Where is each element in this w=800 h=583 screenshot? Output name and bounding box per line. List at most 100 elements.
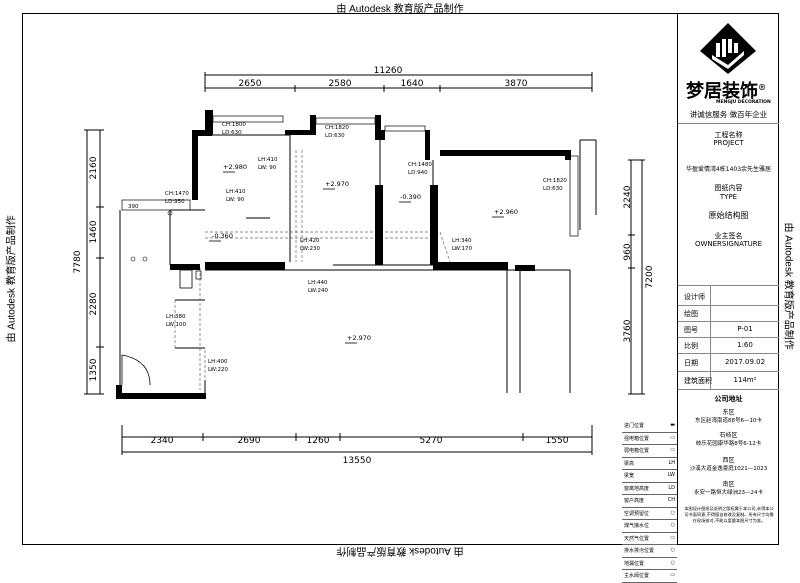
divider [678, 337, 779, 338]
legend-symbol: ▭ [670, 534, 675, 541]
dim-left-total: 7780 [73, 250, 83, 273]
beam-note: LH:410 [226, 189, 246, 195]
project-label-en: PROJECT [713, 139, 744, 147]
divider [678, 353, 779, 354]
legend-label: 强电箱位置 [624, 435, 650, 442]
window-note: CH:1820 [325, 125, 349, 131]
type-value: 原始结构图 [708, 211, 749, 220]
legend-symbol: LW [667, 472, 675, 478]
beam-note: LH:440 [308, 280, 328, 286]
beam-note: LW: 90 [258, 165, 277, 171]
dim-left-seg: 2280 [89, 292, 99, 315]
dim-bottom-seg: 2340 [151, 436, 174, 446]
dim-top-seg: 2650 [239, 79, 262, 89]
address-line: 南区 [722, 481, 735, 488]
level-label: +2.980 [223, 163, 247, 171]
dim-top-seg: 2580 [329, 79, 352, 89]
legend-item: 地漏位置 ○ [622, 558, 677, 570]
legend-item: 进门位置 ▬ [622, 420, 677, 433]
legend-label: 窗户高度 [624, 498, 645, 504]
beam-note: LH:380 [166, 314, 186, 320]
window-note: LD:630 [543, 186, 563, 192]
window-note: CH:1820 [543, 178, 567, 184]
legend-label: 窗离地高度 [624, 485, 650, 492]
info-label: 比例 [684, 342, 698, 350]
window-note: CH:1470 [165, 191, 189, 197]
dim-left-seg: 1460 [89, 220, 99, 243]
beam-note: LW: 90 [226, 197, 245, 203]
dim-top-total: 11260 [374, 66, 403, 76]
address-line: 沙溪大道金逸豪庭1021—1023 [689, 466, 768, 472]
info-label: 绘图 [684, 310, 698, 318]
beam-note: LW:240 [308, 288, 329, 294]
legend-label: 天然气位置 [624, 535, 650, 542]
legend-label: 进门位置 [624, 423, 645, 429]
legend-item: 主水阀位置 ▭ [622, 570, 677, 583]
dim-left-seg: 2160 [89, 156, 99, 179]
legend-symbol: ▭ [670, 447, 675, 453]
beam-note: LW:100 [166, 322, 187, 328]
legend-symbol: ▭ [670, 572, 675, 578]
address-line: 东区赵湾南道88号6—10卡 [695, 418, 762, 424]
dim-bottom-total: 13550 [343, 456, 372, 466]
dim-right-total: 7200 [645, 265, 655, 288]
drawing-frame [22, 13, 779, 545]
legend-label: 排水排污位置 [624, 548, 655, 554]
legend-label: 地漏位置 [624, 560, 645, 567]
divider [678, 389, 779, 390]
title-block: 梦居装饰® MENGJU DECORATION 讲诚信服务 做百年企业 工程名称… [677, 13, 779, 545]
info-label: 设计师 [684, 293, 705, 301]
legend-label: 空调预留位 [624, 510, 650, 517]
brand-reg: ® [758, 82, 766, 92]
window-note: LD:950 [165, 199, 185, 205]
level-label: +2.970 [325, 180, 349, 188]
beam-note: LW:170 [452, 246, 473, 252]
legend-item: 空调预留位○ [622, 508, 677, 520]
beam-note: LH:420 [300, 238, 320, 244]
legend-item: 强电箱位置 ▭ [622, 433, 677, 445]
level-label: -0.390 [400, 193, 421, 201]
dim-right-seg: 2240 [623, 185, 633, 208]
window-note: LD:630 [222, 130, 242, 136]
project-label: 工程名称 [714, 131, 743, 139]
dim-top-seg: 3870 [505, 79, 528, 89]
divider [678, 123, 779, 124]
divider [678, 371, 779, 372]
legend-symbol: ○ [670, 559, 675, 566]
owner-label: 业主签名 [714, 232, 743, 240]
dim-left-seg: 1350 [89, 358, 99, 381]
brand-logo-icon [700, 23, 756, 74]
dim-bottom-seg: 1260 [307, 436, 330, 446]
address-title: 公司地址 [714, 395, 743, 403]
address-line: 西区 [722, 457, 735, 464]
divider [710, 285, 711, 389]
legend-symbol: ▭ [670, 434, 675, 441]
info-label: 建筑面积 [684, 377, 712, 385]
legend-item: 天然气位置 ▭ [622, 533, 677, 545]
info-value: 1:60 [737, 341, 753, 349]
legend-item: 煤气接水位○ [622, 520, 677, 533]
info-value: 114m² [733, 376, 757, 384]
dim-bottom-seg: 1550 [546, 436, 569, 446]
owner-label-en: OWNERSIGNATURE [694, 240, 763, 248]
divider [678, 305, 779, 306]
brand-slogan: 讲诚信服务 做百年企业 [689, 110, 768, 119]
window-note: LD:940 [408, 170, 428, 176]
level-label: +2.970 [347, 334, 371, 342]
dim-bottom-seg: 5270 [420, 436, 443, 446]
small-dim: 390 [128, 204, 139, 210]
legend-item: 排水排污位置○ [622, 545, 677, 558]
dim-right-seg: 3760 [623, 319, 633, 342]
legend-symbol: ○ [670, 522, 675, 528]
divider [678, 285, 779, 286]
beam-note: LW:220 [208, 367, 229, 373]
divider [678, 321, 779, 322]
legend-symbol: LH [668, 459, 675, 466]
legend-symbol: ▬ [670, 422, 675, 428]
brand-en: MENGJU DECORATION [716, 100, 771, 105]
legend-label: 主水阀位置 [624, 573, 650, 579]
